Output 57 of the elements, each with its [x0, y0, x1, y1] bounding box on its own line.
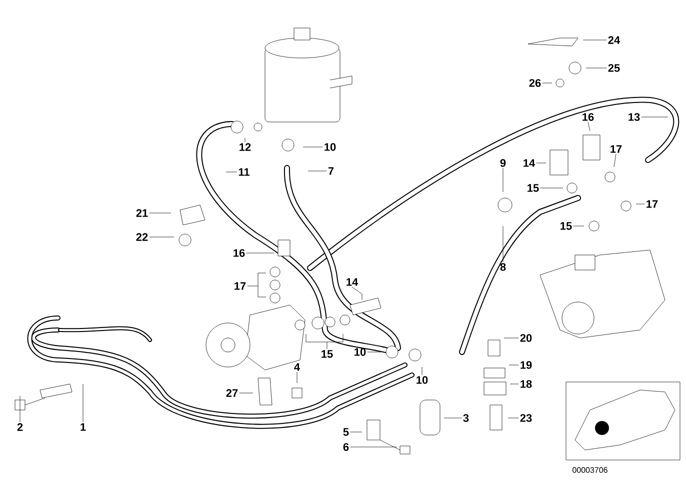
callout-number: 24 — [608, 36, 620, 44]
callout-number: 22 — [136, 233, 148, 241]
leader-line — [308, 170, 327, 172]
leader-line — [247, 272, 266, 298]
callout-number: 27 — [226, 389, 238, 397]
callout-number: 19 — [520, 361, 532, 369]
leader-line — [246, 252, 274, 254]
callout-number: 5 — [343, 428, 349, 436]
leader-line — [502, 226, 504, 262]
leader-line — [588, 122, 590, 132]
callout-number: 23 — [520, 414, 532, 422]
callout-number: 11 — [238, 168, 250, 176]
leader-line — [296, 372, 298, 384]
callout-number: 10 — [416, 376, 428, 384]
callout-number: 20 — [520, 334, 532, 342]
callout-number: 16 — [582, 113, 594, 121]
leader-line — [641, 116, 668, 118]
leader-line — [536, 162, 546, 164]
callout-number: 1 — [80, 423, 86, 431]
callout-number: 13 — [628, 113, 640, 121]
leader-line — [502, 168, 504, 192]
callout-number: 15 — [322, 350, 333, 358]
leader-line — [508, 364, 519, 366]
callout-number: 8 — [500, 263, 506, 271]
callout-number: 18 — [520, 380, 532, 388]
leader-line — [350, 446, 398, 448]
callout-number: 2 — [17, 423, 23, 431]
leader-line — [149, 236, 174, 238]
callout-number: 15 — [560, 222, 572, 230]
callout-number: 26 — [529, 79, 541, 87]
leader-line — [239, 392, 254, 394]
callout-number: 6 — [343, 443, 349, 451]
callout-number: 3 — [463, 414, 469, 422]
callout-number: 14 — [524, 159, 536, 167]
leader-line — [306, 334, 344, 350]
callout-number: 25 — [608, 64, 620, 72]
callout-number: 14 — [346, 278, 358, 286]
callout-number: 17 — [234, 282, 246, 290]
callout-number: 21 — [136, 209, 148, 217]
callout-number: 7 — [328, 167, 334, 175]
callout-number: 15 — [528, 184, 539, 192]
leader-line — [542, 82, 552, 84]
callout-number: 16 — [234, 249, 245, 257]
callout-number: 10 — [354, 348, 366, 356]
leader-line — [614, 154, 616, 168]
callout-number: 4 — [294, 363, 300, 371]
callout-number: 10 — [324, 143, 336, 151]
leader-line — [82, 384, 84, 422]
callout-number: 17 — [610, 145, 622, 153]
leader-line — [149, 212, 172, 214]
leader-line — [352, 286, 362, 300]
leader-line — [244, 138, 246, 142]
leader-line — [302, 146, 323, 148]
callout-number: 12 — [240, 143, 251, 151]
callout-number: 17 — [646, 200, 658, 208]
callout-number: 9 — [500, 159, 506, 167]
drawing-number: 00003706 — [572, 467, 608, 473]
